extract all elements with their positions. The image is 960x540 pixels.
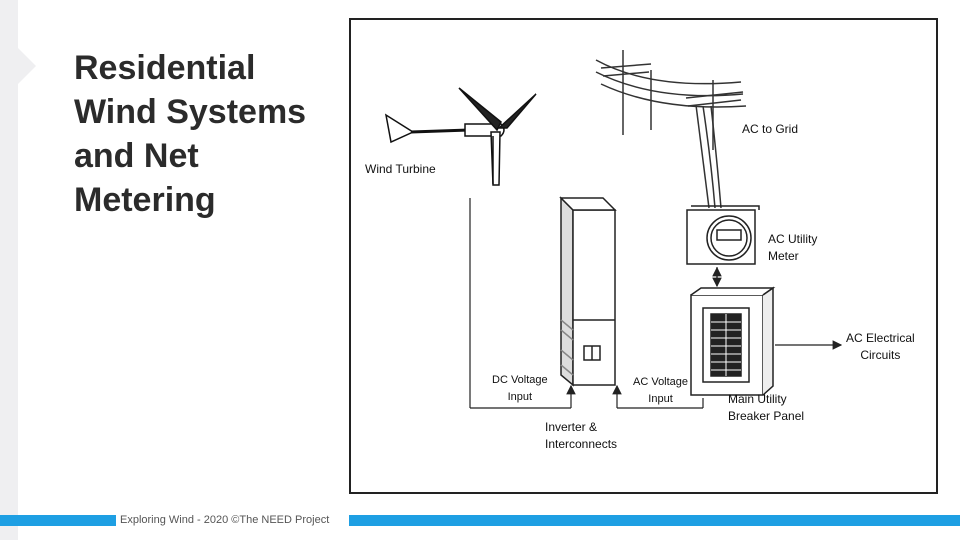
label-dc-voltage-input: DC Voltage Input (492, 374, 548, 403)
label-main-utility-breaker-panel: Main Utility Breaker Panel (728, 392, 805, 423)
ac-utility-meter (686, 205, 760, 265)
left-accent-strip (0, 0, 18, 540)
label-wind-turbine: Wind Turbine (365, 162, 436, 176)
label-ac-to-grid: AC to Grid (742, 122, 799, 136)
footer-accent-bar-right (349, 515, 960, 526)
label-ac-voltage-input: AC Voltage Input (633, 376, 689, 405)
label-ac-utility-meter: AC Utility Meter (768, 232, 818, 263)
label-ac-electrical-circuits: AC Electrical Circuits (846, 331, 915, 362)
wind-system-diagram (384, 50, 843, 409)
footer-credit: Exploring Wind - 2020 ©The NEED Project (120, 514, 330, 526)
footer-accent-bar-left (0, 515, 116, 526)
inverter (559, 196, 617, 387)
slide-title: Residential Wind Systems and Net Meterin… (74, 49, 307, 219)
wind-turbine (384, 87, 537, 186)
utility-poles (595, 50, 747, 209)
connection-wires (469, 198, 843, 409)
breaker-panel (690, 286, 776, 396)
label-inverter-interconnects: Inverter & Interconnects (545, 420, 618, 451)
diagram-frame: Wind Turbine AC to Grid AC Utility Meter… (349, 18, 938, 494)
left-strip-notch (18, 48, 36, 84)
